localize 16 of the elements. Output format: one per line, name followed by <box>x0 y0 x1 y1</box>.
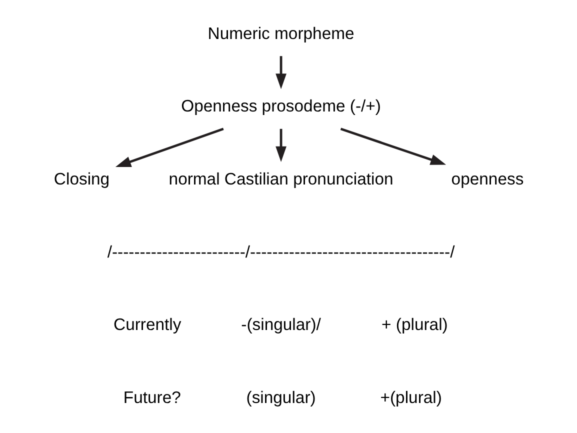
label: (singular) <box>246 388 316 407</box>
node-text: openness <box>451 170 524 189</box>
label: -(singular)/ <box>241 315 321 334</box>
label: /------------------------/------------------------------------/ <box>107 242 455 262</box>
label: + (plural) <box>382 315 448 334</box>
label: +(plural) <box>380 388 442 407</box>
node-text: Closing <box>54 170 110 189</box>
arrow <box>276 128 286 162</box>
label: Future? <box>123 388 181 407</box>
label: Currently <box>114 315 182 334</box>
arrow <box>340 128 446 165</box>
arrow <box>276 56 286 90</box>
arrow <box>115 128 224 168</box>
node-text: Openness prosodeme (-/+) <box>181 96 381 116</box>
node-text: normal Castilian pronunciation <box>168 170 394 189</box>
node-text: Numeric morpheme <box>208 24 354 43</box>
